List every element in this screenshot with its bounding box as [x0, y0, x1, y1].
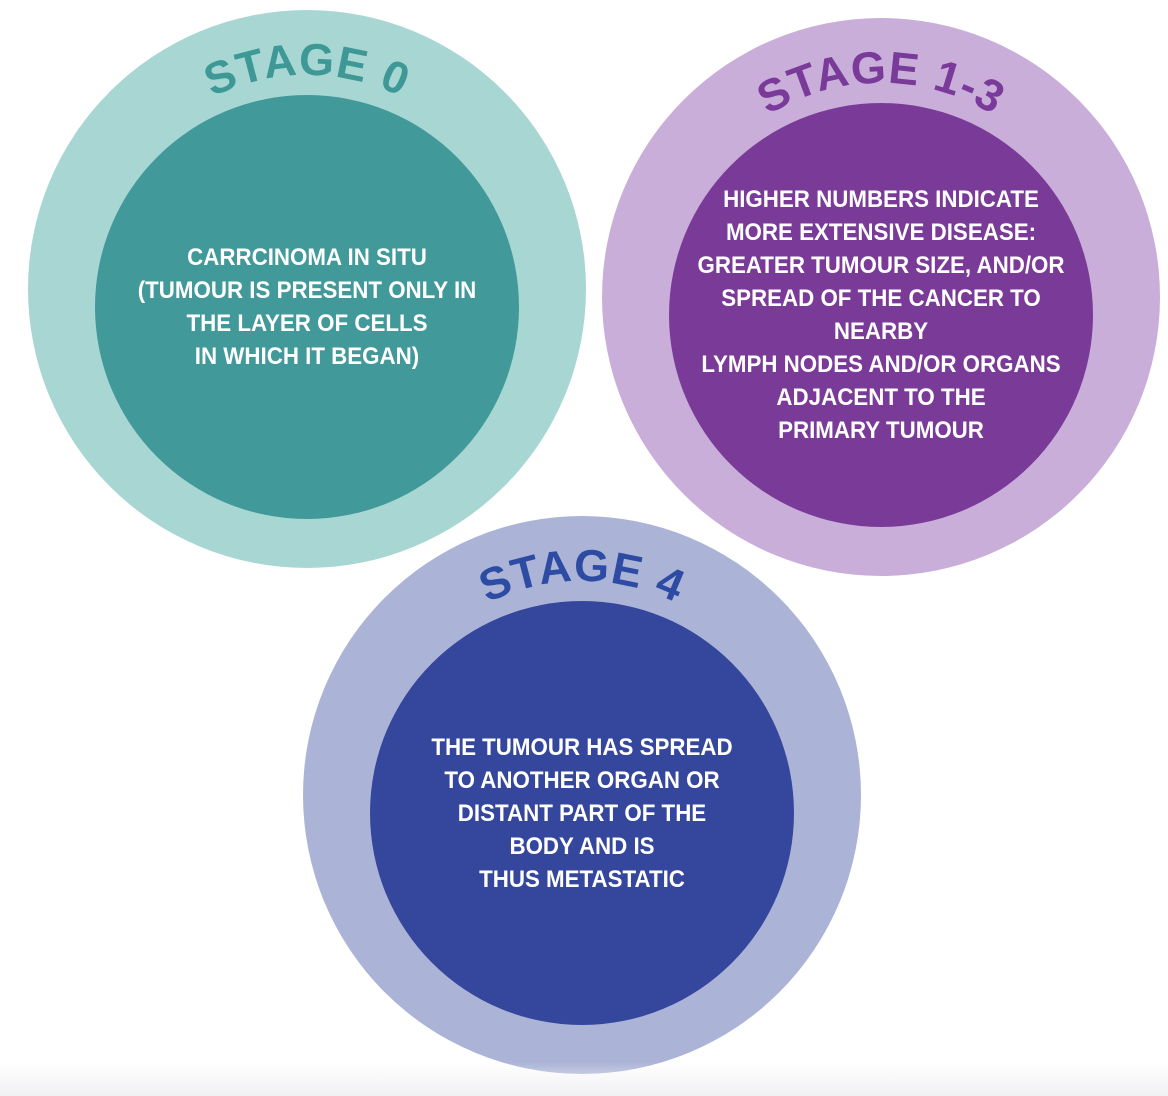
stage-0-description: CARRCINOMA IN SITU (TUMOUR IS PRESENT ON…: [110, 95, 504, 519]
stage-4-description-line: DISTANT PART OF THE: [457, 799, 707, 827]
stage-1-3-description-line: ADJACENT TO THE: [776, 384, 986, 411]
stage-4-inner-circle: [370, 601, 794, 1025]
stage-0-description-line: CARRCINOMA IN SITU: [187, 244, 427, 271]
stage-4-description-line: THE TUMOUR HAS SPREAD: [431, 733, 733, 761]
stage-4-description-line: BODY AND IS: [509, 832, 655, 860]
stage-1-3-description-line: MORE EXTENSIVE DISEASE:: [725, 219, 1037, 246]
stage-1-3-circles: STAGE 1-3: [602, 18, 1160, 576]
stage-0-circle-group: STAGE 0 CARRCINOMA IN SITU (TUMOUR IS PR…: [28, 10, 586, 568]
stage-1-3-description-line: PRIMARY TUMOUR: [778, 417, 984, 444]
stage-1-3-circle-group: STAGE 1-3 HIGHER NUMBERS INDICATE MORE E…: [602, 18, 1160, 576]
stage-4-circle-group: STAGE 4 THE TUMOUR HAS SPREAD TO ANOTHER…: [303, 516, 861, 1074]
stage-1-3-description-line: LYMPH NODES AND/OR ORGANS: [701, 351, 1061, 378]
stage-4-description: THE TUMOUR HAS SPREAD TO ANOTHER ORGAN O…: [385, 601, 779, 1025]
stage-0-circles: STAGE 0: [28, 10, 586, 568]
stage-1-3-description: HIGHER NUMBERS INDICATE MORE EXTENSIVE D…: [684, 103, 1078, 527]
stage-4-circles: STAGE 4: [303, 516, 861, 1074]
stage-4-description-line: TO ANOTHER ORGAN OR: [444, 766, 720, 794]
stage-0-description-line: (TUMOUR IS PRESENT ONLY IN: [137, 277, 477, 304]
stage-1-3-description-line: SPREAD OF THE CANCER TO NEARBY: [721, 285, 1041, 345]
stage-1-3-description-line: HIGHER NUMBERS INDICATE: [723, 186, 1039, 213]
stage-1-3-description-line: GREATER TUMOUR SIZE, AND/OR: [697, 252, 1065, 279]
stage-1-3-inner-circle: [669, 103, 1093, 527]
stage-0-description-line: IN WHICH IT BEGAN): [194, 343, 420, 370]
stage-0-inner-circle: [95, 95, 519, 519]
stage-0-description-line: THE LAYER OF CELLS: [186, 310, 428, 337]
stage-4-description-line: THUS METASTATIC: [479, 865, 685, 893]
